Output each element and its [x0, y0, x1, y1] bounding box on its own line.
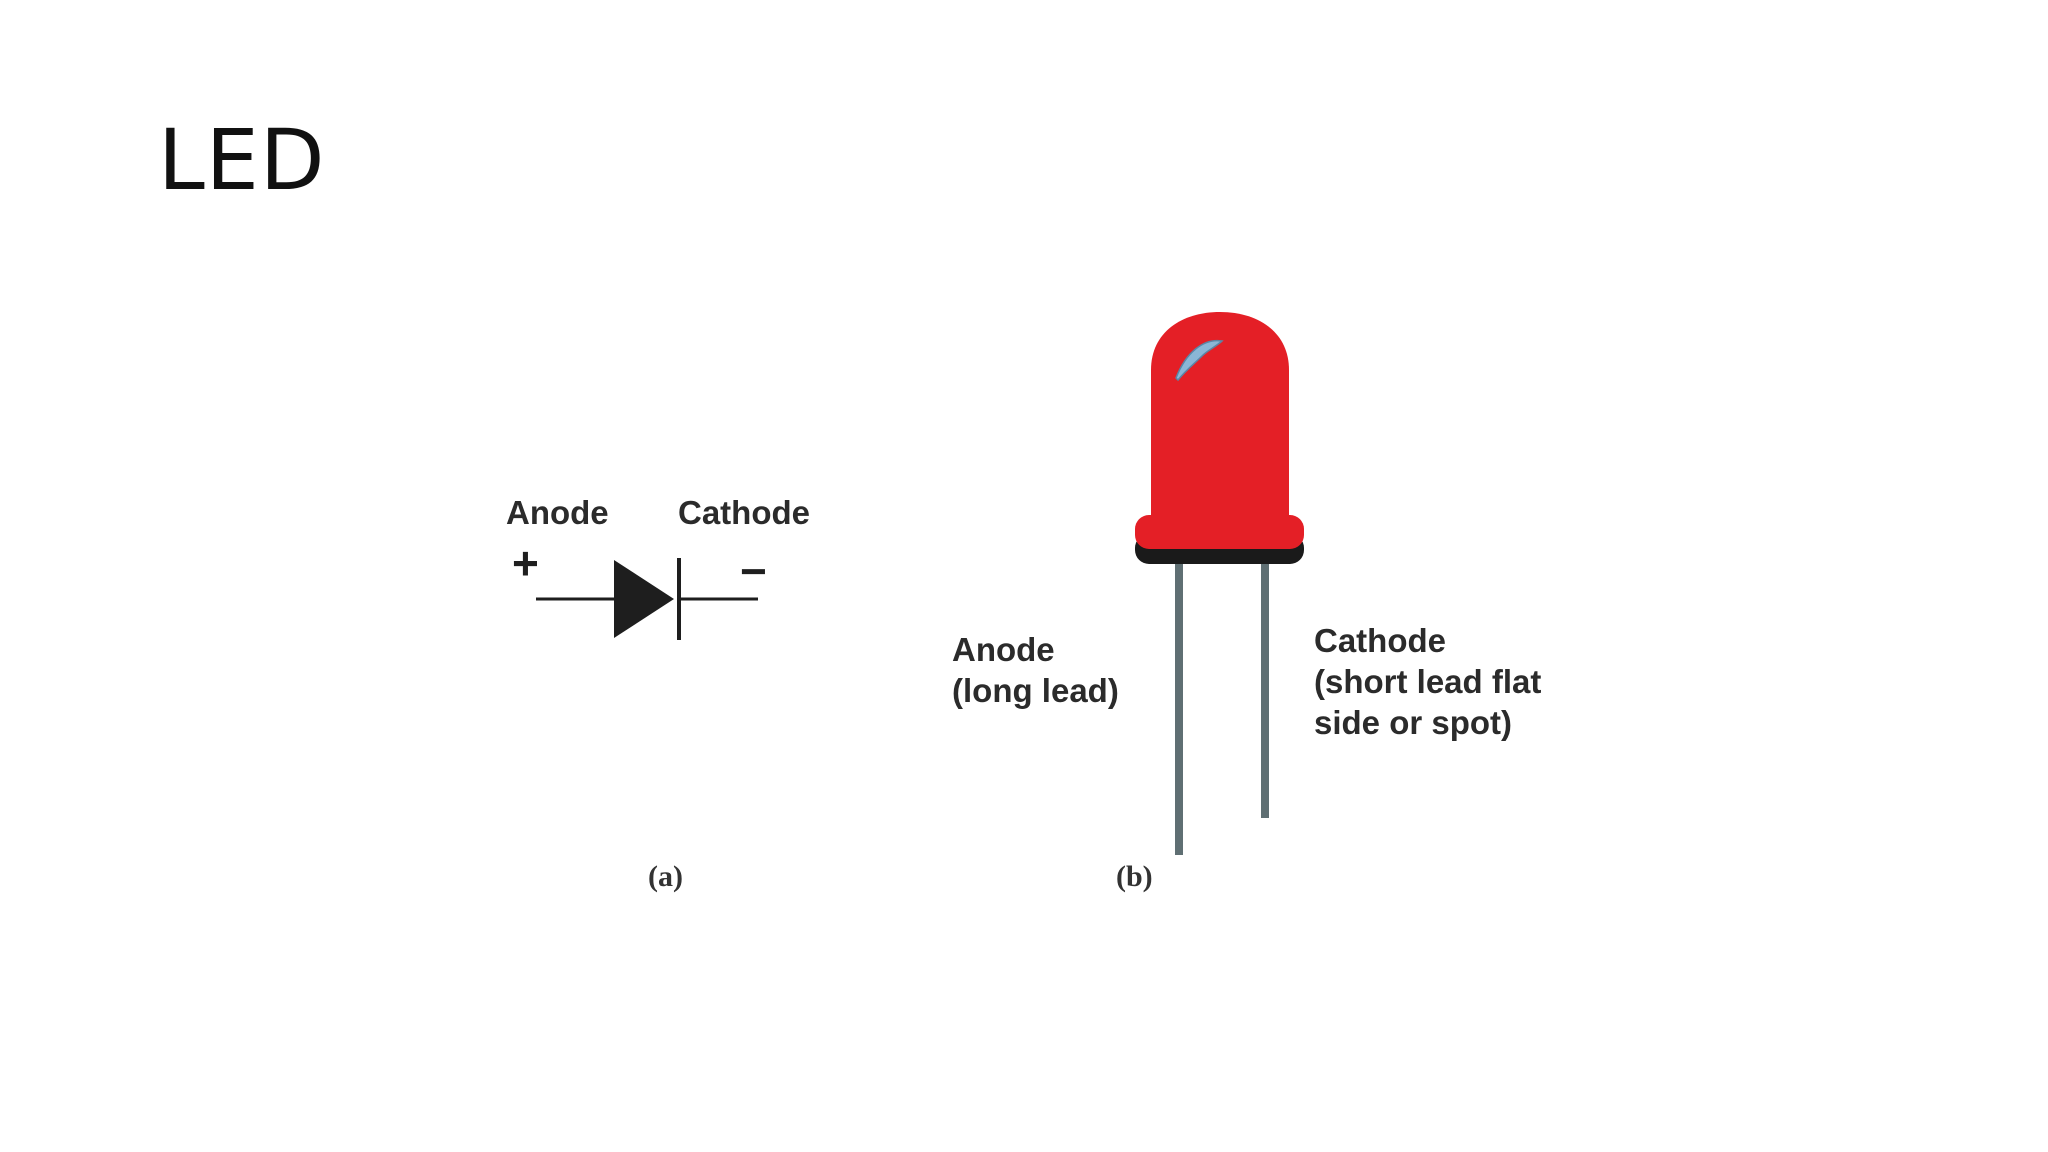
caption-a: (a): [648, 860, 683, 893]
symbol-anode-label: Anode: [506, 494, 609, 531]
minus-sign: −: [740, 545, 767, 597]
led-highlight: [1175, 339, 1224, 382]
led-dome: [1151, 312, 1289, 540]
component-cathode-label: Cathode (short lead flat side or spot): [1314, 620, 1541, 743]
cathode-lead: [1261, 555, 1269, 818]
diode-triangle: [614, 560, 674, 638]
component-anode-label: Anode (long lead): [952, 629, 1119, 711]
component-cathode-label-line1: Cathode: [1314, 622, 1446, 659]
caption-b: (b): [1116, 860, 1153, 893]
component-anode-label-line1: Anode: [952, 631, 1055, 668]
led-schematic-symbol: [536, 558, 758, 640]
led-component: [1135, 312, 1304, 855]
component-cathode-label-line3: side or spot): [1314, 704, 1513, 741]
symbol-cathode-label: Cathode: [678, 494, 810, 531]
component-anode-label-line2: (long lead): [952, 672, 1119, 709]
anode-lead: [1175, 555, 1183, 855]
component-cathode-label-line2: (short lead flat: [1314, 663, 1542, 700]
slide-title: LED: [158, 111, 326, 209]
plus-sign: +: [512, 537, 539, 589]
